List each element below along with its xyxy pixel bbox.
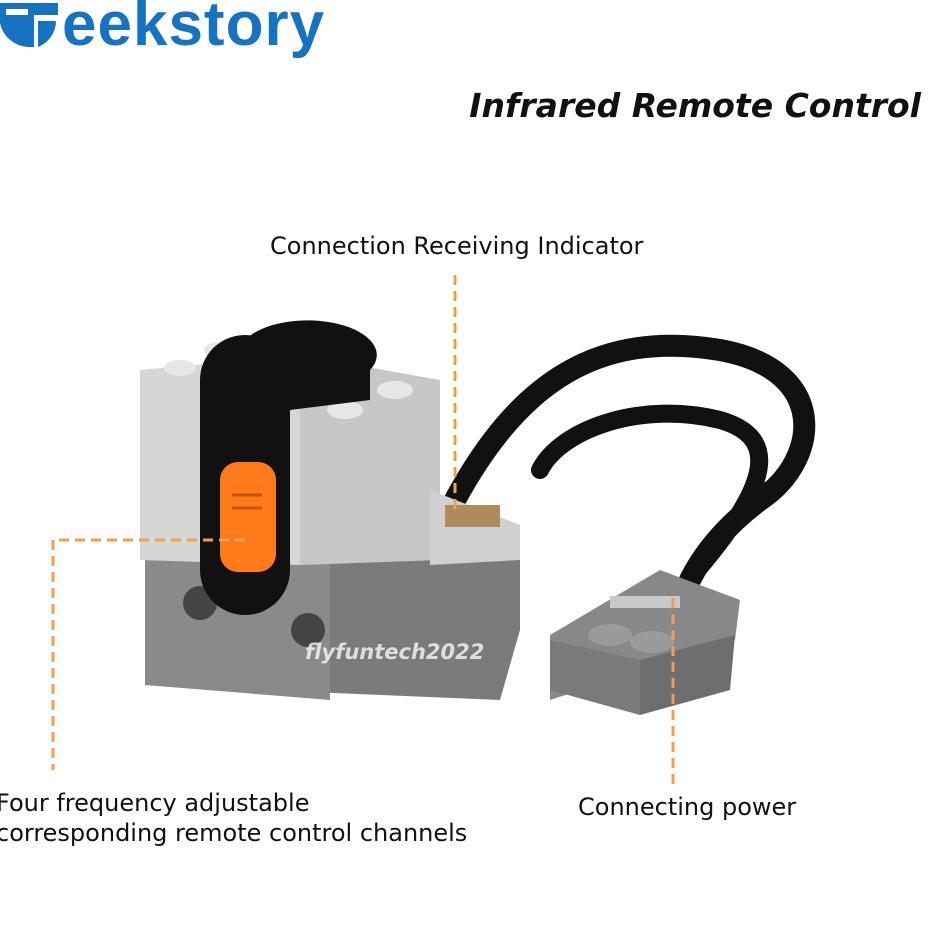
cable	[444, 334, 816, 599]
receiver-body	[140, 320, 520, 700]
power-plug	[550, 570, 740, 715]
logo-text: eekstory	[62, 0, 326, 59]
frequency-label-line2: corresponding remote control channels	[0, 819, 468, 847]
power-label: Connecting power	[578, 793, 797, 821]
indicator-label: Connection Receiving Indicator	[270, 232, 644, 260]
watermark: flyfuntech2022	[305, 640, 485, 664]
logo-mark-icon	[0, 3, 58, 47]
frequency-label-line1: Four frequency adjustable	[0, 789, 310, 817]
frequency-leader-line	[51, 538, 245, 770]
page-title: Infrared Remote Control	[469, 86, 921, 125]
leader-lines	[51, 275, 675, 785]
frequency-label: Four frequency adjustable corresponding …	[0, 788, 467, 848]
brand-logo: eekstory	[0, 0, 325, 58]
